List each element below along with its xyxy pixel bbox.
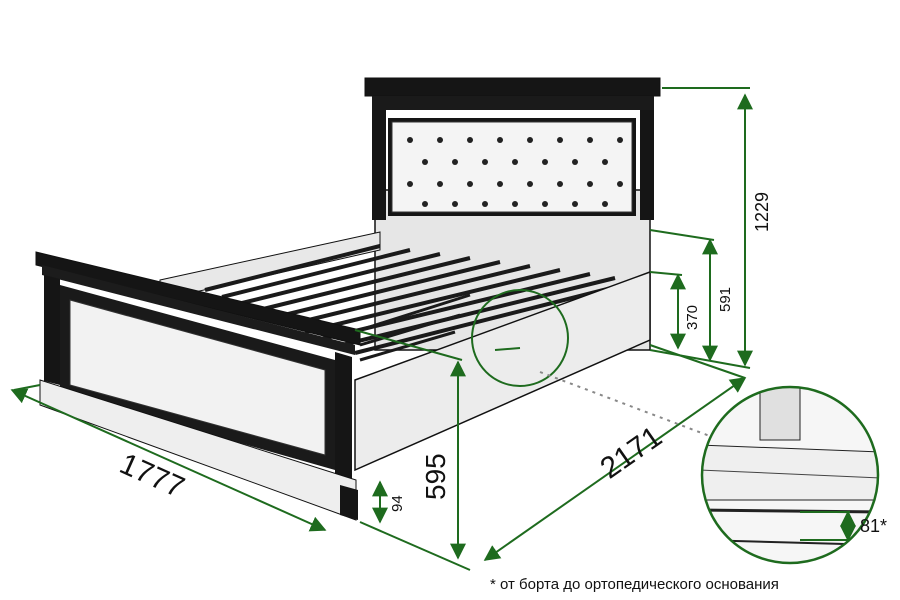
footboard: [35, 251, 361, 521]
dim-width-label: 1777: [115, 447, 189, 504]
dim-mattress-depth-label: 81*: [860, 516, 887, 536]
detail-zoom: [700, 385, 880, 565]
tufted-buttons: [407, 137, 623, 207]
dim-frame-height-label: 595: [420, 453, 451, 500]
near-side-rail: [354, 270, 651, 472]
dim-leg-clearance-label: 94: [389, 495, 406, 512]
dim-side-rail-label: 370: [684, 305, 701, 330]
dim-headboard-panel-label: 591: [717, 287, 734, 312]
detail-magnifier-icon: [471, 289, 716, 439]
dim-total-height-label: 1229: [752, 192, 772, 232]
dimension-lines: [10, 87, 753, 571]
footnote: * от борта до ортопедического основания: [490, 576, 779, 593]
dim-length-label: 2171: [594, 420, 668, 485]
